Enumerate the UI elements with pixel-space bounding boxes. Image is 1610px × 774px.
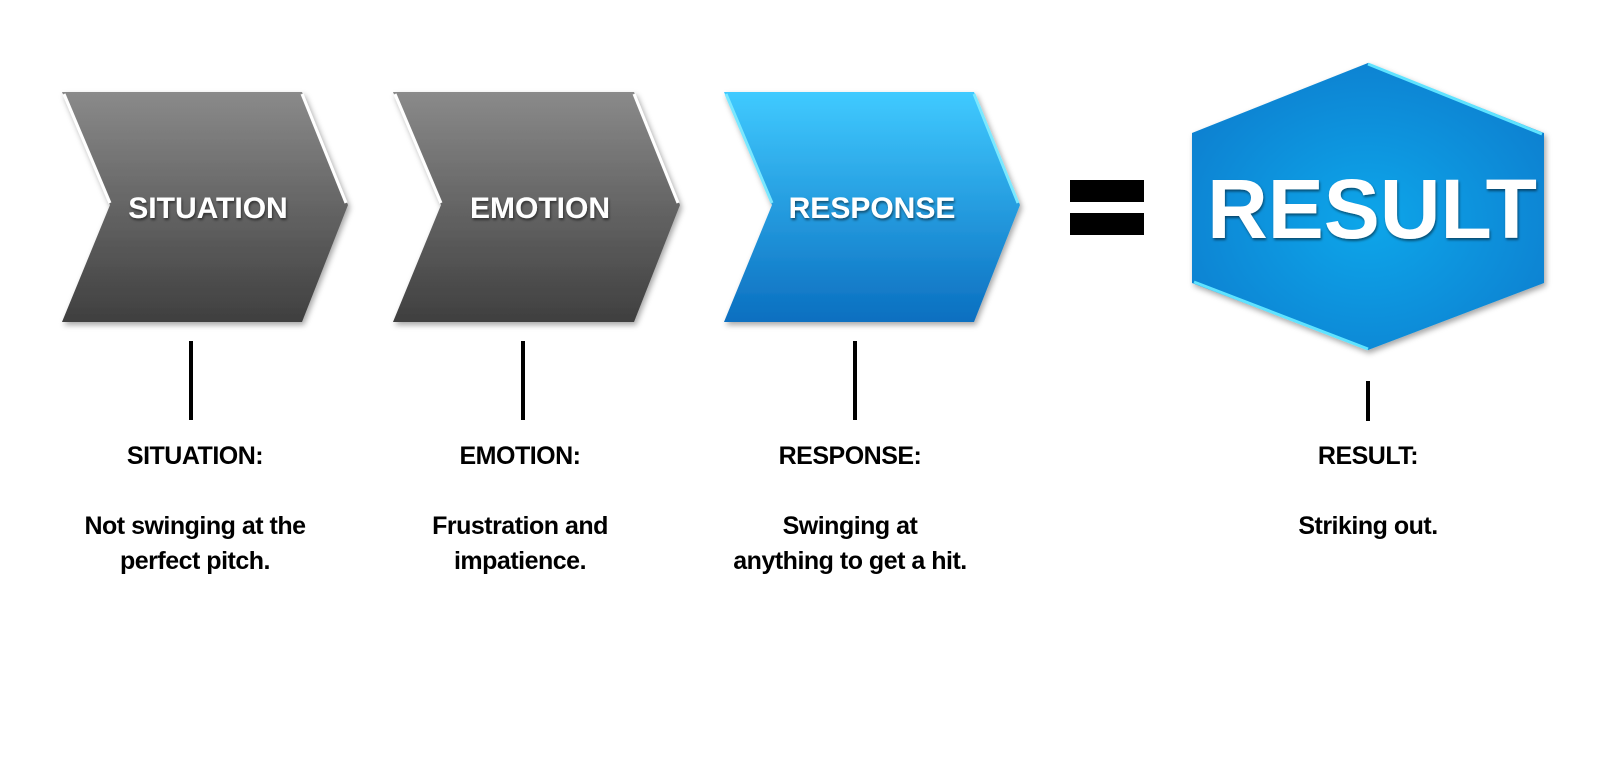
- chevron-highlight: [393, 93, 443, 204]
- chevron-highlight: [724, 93, 774, 204]
- caption-description: Swinging at anything to get a hit.: [733, 512, 967, 575]
- connector-response: [853, 341, 857, 420]
- caption-title: RESPONSE:: [778, 442, 922, 470]
- hexagon-highlight: [1367, 62, 1543, 136]
- connector-emotion: [521, 341, 525, 420]
- hexagon-highlight: [1193, 280, 1369, 351]
- hexagon-shape: [1192, 63, 1544, 350]
- chevron-shape: [62, 92, 348, 322]
- caption-title: EMOTION:: [459, 442, 582, 470]
- result-hexagon: [1192, 62, 1544, 351]
- connector-situation: [189, 341, 193, 420]
- caption-title: RESULT:: [1317, 442, 1419, 470]
- chevron-highlight: [62, 93, 112, 204]
- chevron-label-response: RESPONSE: [789, 192, 956, 225]
- equals-bar-top: [1070, 180, 1144, 202]
- caption-description: Frustration and impatience.: [432, 512, 608, 575]
- chevron-label-situation: SITUATION: [128, 192, 287, 225]
- chevron-label-emotion: EMOTION: [470, 192, 610, 225]
- connector-result: [1366, 381, 1370, 421]
- chevron-highlight: [972, 93, 1020, 204]
- caption-description: Not swinging at the perfect pitch.: [84, 512, 306, 575]
- chevron-emotion: [393, 92, 680, 322]
- caption-emotion: EMOTION: Frustration and impatience.: [400, 442, 640, 579]
- caption-response: RESPONSE: Swinging at anything to get a …: [730, 442, 970, 579]
- equals-bar-bottom: [1070, 213, 1144, 235]
- chevron-shape: [724, 92, 1020, 322]
- chevron-shape: [393, 92, 680, 322]
- caption-situation: SITUATION: Not swinging at the perfect p…: [50, 442, 340, 579]
- hexagon-label-result: RESULT: [1207, 162, 1537, 256]
- chevron-highlight: [300, 93, 348, 204]
- chevron-situation: [62, 92, 348, 322]
- caption-title: SITUATION:: [126, 442, 264, 470]
- chevron-highlight: [632, 93, 680, 204]
- caption-description: Striking out.: [1298, 512, 1438, 540]
- caption-result: RESULT: Striking out.: [1248, 442, 1488, 544]
- chevron-response: [724, 92, 1020, 322]
